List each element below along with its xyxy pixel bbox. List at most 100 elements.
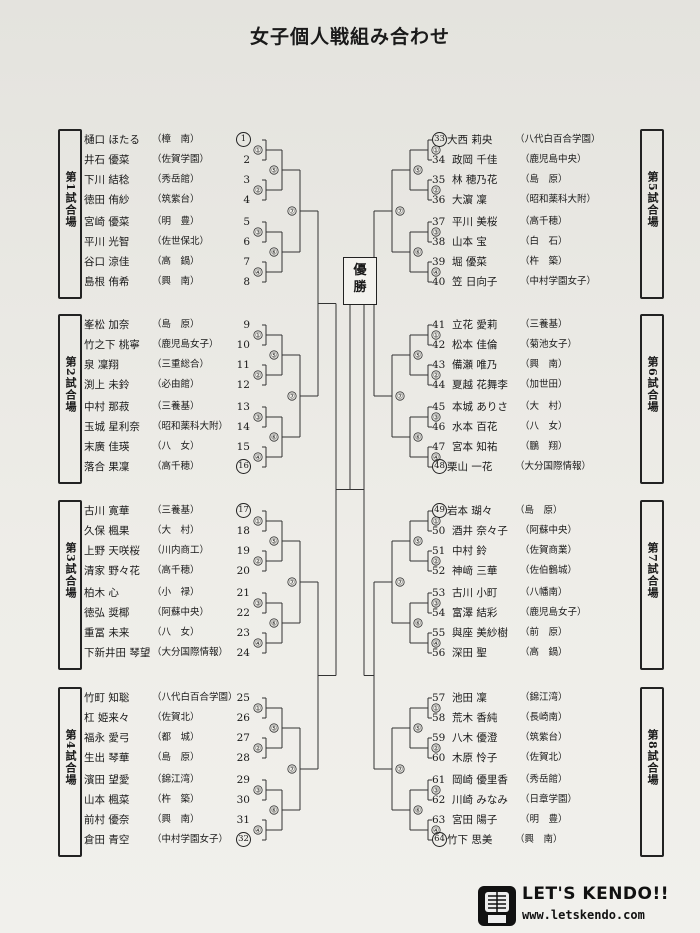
round-marker	[431, 185, 441, 195]
player-name: 濱田 望愛	[84, 774, 130, 786]
seed-number: 46	[432, 421, 446, 433]
player-name: 八木 優澄	[452, 732, 498, 744]
player-entry: 中村 那菽（三養基）13	[84, 397, 262, 417]
round-label: ⑤	[271, 724, 277, 732]
seed-number: 32	[236, 832, 251, 847]
round-label: ⑥	[415, 619, 421, 627]
player-entry: 泉 凜翔（三重総合）11	[84, 355, 262, 375]
player-name: 島根 侑希	[84, 276, 130, 288]
player-entry: 55 與座 美紗樹 （前 原）	[432, 623, 625, 643]
round-marker	[253, 452, 263, 462]
round-marker	[395, 577, 405, 587]
round-marker	[253, 227, 263, 237]
player-name: 山本 楓菜	[84, 794, 130, 806]
round-label: ③	[433, 786, 439, 794]
player-name: 林 穂乃花	[452, 174, 498, 186]
player-name: 政岡 千佳	[452, 154, 498, 166]
seed-number: 4	[243, 194, 250, 206]
seed-number: 36	[432, 194, 446, 206]
round-label: ⑦	[289, 392, 295, 400]
seed-number: 64	[432, 832, 447, 847]
seed-number: 22	[236, 607, 250, 619]
seed-number: 50	[432, 525, 446, 537]
player-entry: 下新井田 琴望（大分国際情報）24	[84, 643, 262, 663]
round-marker	[253, 785, 263, 795]
player-name: 竹下 思美	[447, 834, 493, 846]
school-name: （中村学園女子）	[152, 834, 229, 845]
round-label: ③	[255, 786, 261, 794]
round-label: ④	[255, 268, 261, 276]
seed-number: 37	[432, 216, 446, 228]
school-name: （三重総合）	[152, 359, 210, 370]
school-name: （必由館）	[152, 379, 200, 390]
player-name: 備瀬 唯乃	[452, 359, 498, 371]
seed-number: 33	[432, 132, 447, 147]
player-name: 與座 美紗樹	[452, 627, 508, 639]
round-label: ⑥	[415, 433, 421, 441]
round-label: ⑥	[271, 806, 277, 814]
player-name: 池田 凜	[452, 692, 487, 704]
player-entry: 柏木 心（小 禄）21	[84, 583, 262, 603]
school-name: （島 原）	[152, 752, 200, 763]
round-label: ②	[433, 371, 439, 379]
seed-number: 55	[432, 627, 446, 639]
round-label: ②	[433, 557, 439, 565]
round-marker	[413, 350, 423, 360]
player-name: 水本 百花	[452, 421, 498, 433]
player-name: 古川 小町	[452, 587, 498, 599]
round-label: ⑤	[415, 724, 421, 732]
round-label: ⑦	[289, 207, 295, 215]
round-marker	[431, 267, 441, 277]
school-name: （前 原）	[520, 627, 568, 638]
player-entry: 渕上 未鈴（必由館）12	[84, 375, 262, 395]
player-name: 重冨 未来	[84, 627, 130, 639]
player-name: 中村 那菽	[84, 401, 130, 413]
round-label: ①	[433, 517, 439, 525]
player-name: 深田 聖	[452, 647, 487, 659]
seed-number: 60	[432, 752, 446, 764]
player-entry: 上野 天咲桜（川内商工）19	[84, 541, 262, 561]
round-label: ②	[255, 186, 261, 194]
venue-label: 第4試合場	[64, 729, 77, 786]
player-entry: 下川 結稔（秀岳館）3	[84, 170, 262, 190]
player-name: 谷口 涼佳	[84, 256, 130, 268]
player-name: 泉 凜翔	[84, 359, 119, 371]
venue-box: 第6試合場	[640, 314, 664, 484]
kendo-mask-icon	[478, 886, 516, 926]
player-name: 渕上 未鈴	[84, 379, 130, 391]
school-name: （高千穂）	[520, 216, 568, 227]
school-name: （鹿児島女子）	[152, 339, 219, 350]
player-name: 松本 佳倫	[452, 339, 498, 351]
player-name: 夏越 花舞李	[452, 379, 508, 391]
round-marker	[269, 805, 279, 815]
school-name: （島 原）	[515, 505, 563, 516]
venue-label: 第1試合場	[64, 171, 77, 228]
seed-number: 15	[236, 441, 250, 453]
round-label: ④	[255, 826, 261, 834]
seed-number: 40	[432, 276, 446, 288]
player-name: 堀 優菜	[452, 256, 487, 268]
round-marker	[287, 577, 297, 587]
player-entry: 竹之下 桃寧（鹿児島女子）10	[84, 335, 262, 355]
player-name: 平川 美桜	[452, 216, 498, 228]
player-name: 岩本 瑚々	[447, 505, 493, 517]
player-name: 杠 姫来々	[84, 712, 130, 724]
school-name: （都 城）	[152, 732, 200, 743]
school-name: （三養基）	[520, 319, 568, 330]
player-entry: 徳弘 奨椰（阿蘇中央）22	[84, 603, 262, 623]
venue-label: 第7試合場	[646, 542, 659, 599]
round-label: ②	[255, 744, 261, 752]
school-name: （高千穂）	[152, 565, 200, 576]
seed-number: 25	[236, 692, 250, 704]
seed-number: 52	[432, 565, 446, 577]
